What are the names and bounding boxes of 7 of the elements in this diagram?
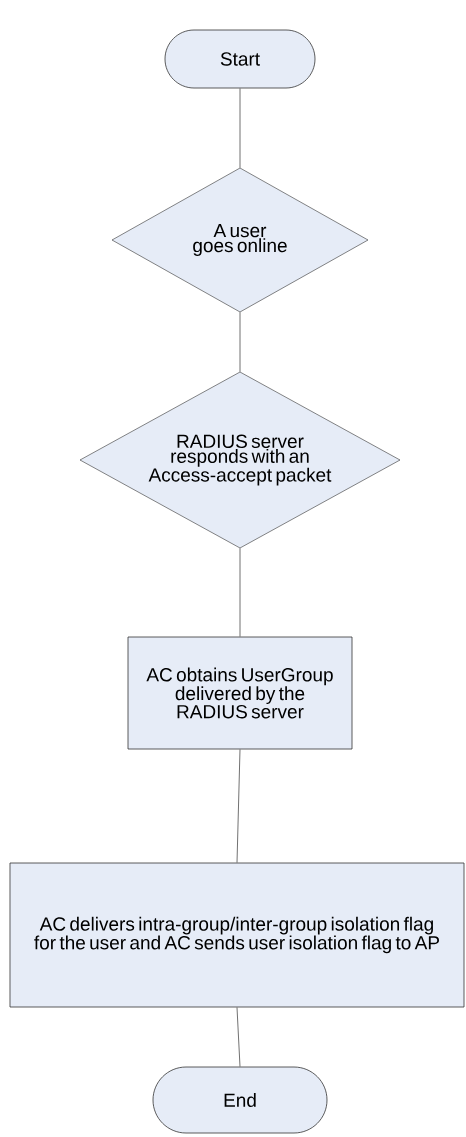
process-box: AC obtains UserGroup delivered by the RADIUS server xyxy=(127,636,353,750)
connector-line xyxy=(239,547,241,637)
connector-line xyxy=(239,88,241,169)
connector-line xyxy=(236,749,241,863)
connector-line xyxy=(236,1007,241,1067)
process-box: AC delivers intra-group/inter-group isolation flag for the user and AC sends user isolation flag to AP xyxy=(9,862,465,1008)
connector-line xyxy=(239,311,241,373)
